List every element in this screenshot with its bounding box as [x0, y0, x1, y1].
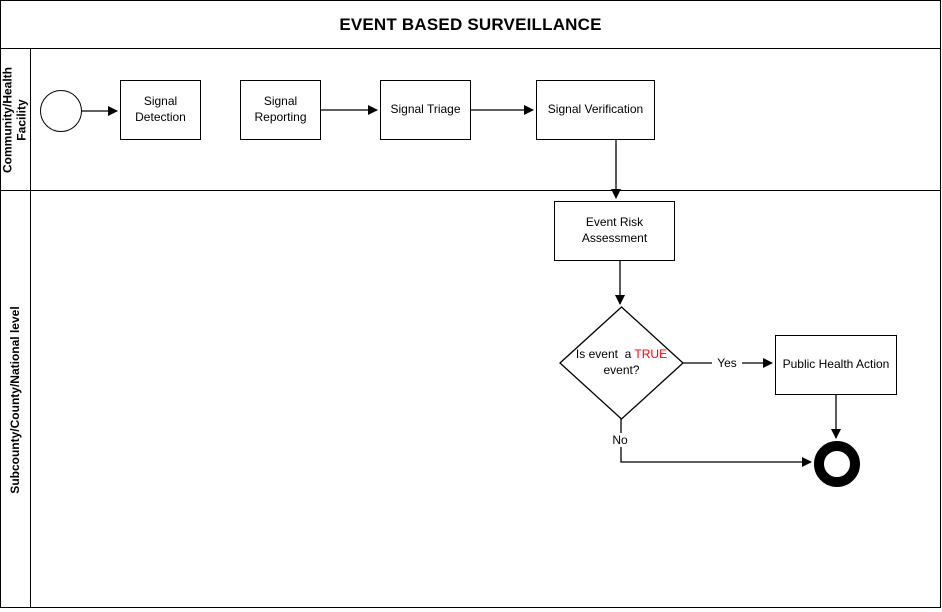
task-signal-reporting-label: Signal Reporting: [254, 94, 307, 124]
decision-label-line2: event?: [603, 362, 640, 377]
end-event-circle: [814, 441, 860, 487]
decision-label-true-highlight: TRUE: [634, 347, 668, 361]
task-signal-triage-label: Signal Triage: [390, 102, 461, 117]
task-signal-reporting: Signal Reporting: [240, 80, 321, 140]
edge-label-yes: Yes: [712, 356, 742, 370]
diagram-title: EVENT BASED SURVEILLANCE: [339, 14, 602, 34]
task-signal-detection-label: Signal Detection: [135, 94, 186, 124]
task-signal-detection: Signal Detection: [120, 80, 201, 140]
task-signal-verification-label: Signal Verification: [547, 102, 644, 117]
lane1-label: Community/Health Facility: [0, 66, 29, 173]
decision-label-prefix: Is event a: [575, 347, 635, 361]
task-event-risk-assessment-label: Event Risk Assessment: [581, 215, 648, 245]
task-signal-verification: Signal Verification: [536, 80, 655, 140]
task-event-risk-assessment: Event Risk Assessment: [554, 201, 675, 261]
task-public-health-action-label: Public Health Action: [782, 357, 890, 372]
lane-subcounty-county-national: Subcounty/County/National level: [1, 191, 940, 608]
start-event-circle: [40, 90, 82, 132]
pool-title-band: EVENT BASED SURVEILLANCE: [1, 1, 940, 49]
lane2-label-strip: Subcounty/County/National level: [1, 191, 31, 608]
lane1-label-strip: Community/Health Facility: [1, 49, 31, 190]
lane2-label: Subcounty/County/National level: [7, 305, 22, 494]
task-signal-triage: Signal Triage: [380, 80, 471, 140]
lane-community-health-facility: Community/Health Facility: [1, 49, 940, 191]
task-public-health-action: Public Health Action: [775, 335, 897, 395]
edge-label-no: No: [607, 433, 633, 447]
